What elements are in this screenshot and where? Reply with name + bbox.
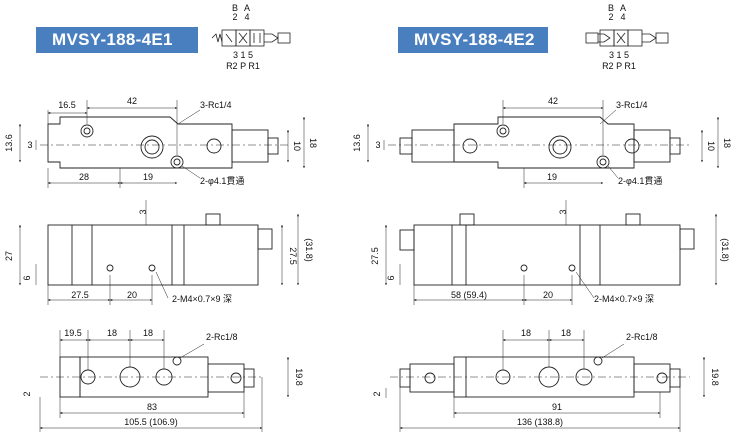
symbol2-port-b: B — [608, 3, 614, 13]
dim-6: 6 — [22, 275, 32, 280]
model1-top-view — [19, 100, 305, 188]
symbol1-num-b: 2 — [232, 12, 237, 22]
model1-bottom-view — [39, 330, 289, 432]
dim-18-b: 18 — [561, 328, 571, 338]
dim-3: 3 — [138, 209, 148, 214]
symbol2-port-a: A — [620, 3, 626, 13]
model2-bottom-dims: 18 18 2 19.8 91 136 (138.8) 2-Rc1/8 — [372, 328, 720, 427]
dim-2: 2 — [22, 391, 32, 396]
dim-2: 2 — [372, 391, 382, 396]
model1-top-dims: 16.5 42 13.6 3 28 19 10 18 3-Rc1/4 2-φ4.… — [4, 96, 318, 186]
dim-18-a: 18 — [521, 328, 531, 338]
dim-27-5-v: 27.5 — [288, 247, 298, 265]
dim-13-6: 13.6 — [352, 134, 362, 152]
dim-42: 42 — [548, 96, 558, 106]
symbol2-labels-bottom: R2 P R1 — [602, 61, 636, 71]
dim-10: 10 — [292, 141, 302, 151]
dim-20: 20 — [127, 290, 137, 300]
note-2-phi4-1: 2-φ4.1貫通 — [200, 176, 244, 186]
note-3-rc1-4: 3-Rc1/4 — [616, 100, 648, 110]
note-2-rc1-8: 2-Rc1/8 — [626, 332, 658, 342]
model-title-1: MVSY-188-4E1 — [36, 27, 198, 53]
model2-side-view — [385, 200, 717, 305]
model1-side-view — [19, 200, 299, 305]
model1-bottom-dims: 19.5 18 18 2 19.8 83 105.5 (106.9) 2-Rc1… — [22, 328, 304, 427]
dim-136: 136 (138.8) — [517, 417, 563, 427]
dim-19-8: 19.8 — [710, 368, 720, 386]
symbol1-num-a: 4 — [244, 12, 249, 22]
symbol2-num-bottom: 3 1 5 — [609, 50, 629, 60]
dim-18-b: 18 — [143, 328, 153, 338]
valve-symbol-2: B A 2 4 3 1 5 R2 P R1 — [585, 3, 669, 71]
dim-13-6: 13.6 — [4, 134, 14, 152]
model-title-2: MVSY-188-4E2 — [398, 27, 548, 53]
model2-side-dims: 3 27.5 6 58 (59.4) 20 (31.8) 2-M4×0.7×9 … — [370, 209, 730, 304]
dim-58: 58 (59.4) — [451, 290, 487, 300]
model2-top-dims: 42 13.6 3 19 10 18 3-Rc1/4 2-φ4.1貫通 — [352, 96, 732, 186]
model1-side-dims: 3 27 6 27.5 20 27.5 (31.8) 2-M4×0.7×9 深 — [4, 209, 314, 304]
dim-18-a: 18 — [107, 328, 117, 338]
dim-19: 19 — [143, 172, 153, 182]
dim-18: 18 — [722, 138, 732, 148]
note-3-rc1-4: 3-Rc1/4 — [200, 100, 232, 110]
symbol1-labels-bottom: R2 P R1 — [226, 61, 260, 71]
symbol1-port-a: A — [244, 3, 250, 13]
symbol1-num-bottom: 3 1 5 — [233, 50, 253, 60]
dim-27-5-h: 27.5 — [71, 290, 89, 300]
dim-18: 18 — [308, 138, 318, 148]
dim-91: 91 — [552, 402, 562, 412]
dim-28: 28 — [79, 172, 89, 182]
symbol2-num-b: 2 — [608, 12, 613, 22]
dim-3: 3 — [375, 140, 380, 150]
note-2-phi4-1: 2-φ4.1貫通 — [618, 176, 662, 186]
dim-27: 27 — [4, 251, 14, 261]
dim-3: 3 — [558, 209, 568, 214]
symbol1-port-b: B — [232, 3, 238, 13]
dim-3: 3 — [27, 140, 32, 150]
model2-bottom-view — [385, 330, 705, 432]
note-2-m4: 2-M4×0.7×9 深 — [172, 294, 232, 304]
dim-10: 10 — [706, 141, 716, 151]
symbol2-num-a: 4 — [620, 12, 625, 22]
dim-42: 42 — [127, 96, 137, 106]
dim-20: 20 — [543, 290, 553, 300]
note-2-m4: 2-M4×0.7×9 深 — [594, 294, 654, 304]
dim-31-8: (31.8) — [720, 238, 730, 262]
dim-27-5: 27.5 — [370, 247, 380, 265]
model2-top-view — [367, 100, 719, 188]
note-2-rc1-8: 2-Rc1/8 — [206, 332, 238, 342]
dim-83: 83 — [147, 402, 157, 412]
dim-19-8: 19.8 — [294, 368, 304, 386]
dim-105-5: 105.5 (106.9) — [124, 417, 178, 427]
dim-19: 19 — [547, 172, 557, 182]
valve-symbol-1: B A 2 4 3 1 5 R2 P R1 — [211, 3, 291, 71]
dim-16-5: 16.5 — [58, 100, 76, 110]
dim-31-8: (31.8) — [304, 238, 314, 262]
dim-19-5: 19.5 — [64, 328, 82, 338]
dim-6: 6 — [386, 275, 396, 280]
